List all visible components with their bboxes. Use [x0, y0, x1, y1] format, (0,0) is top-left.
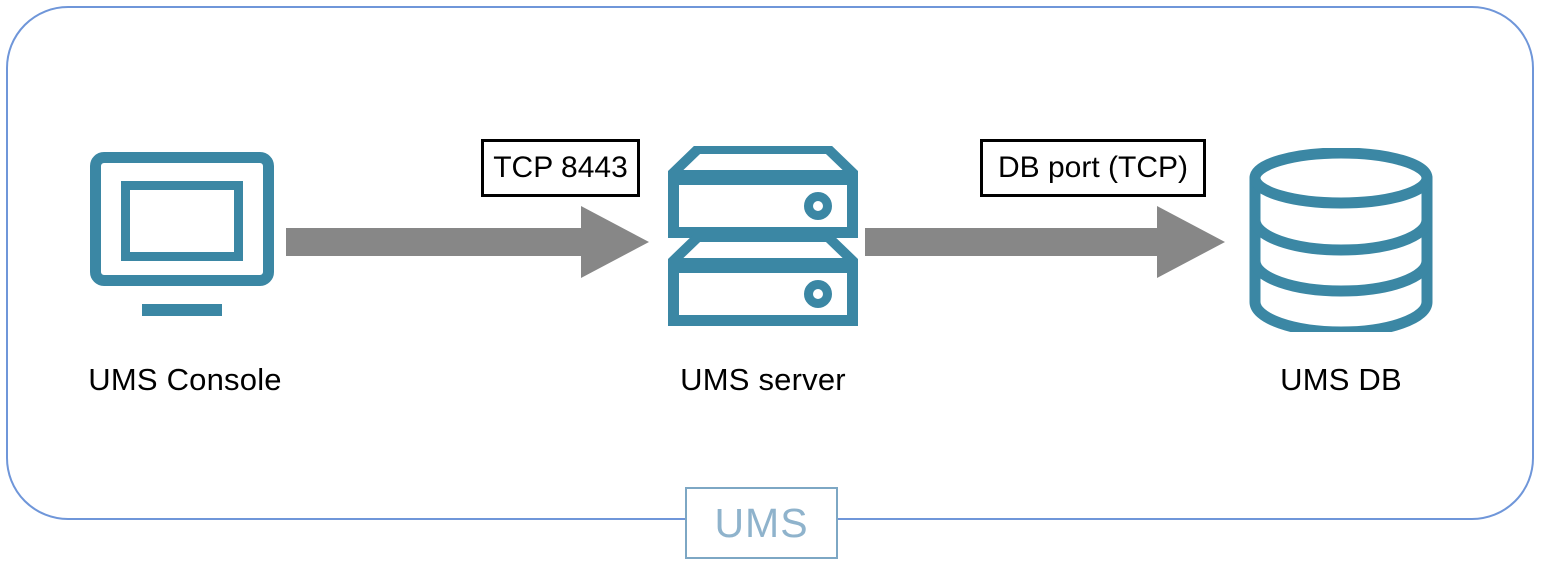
- monitor-screen: [121, 181, 243, 261]
- server-unit-bottom: [668, 234, 858, 326]
- arrow-console-to-server: [286, 206, 649, 278]
- node-label-ums-console: UMS Console: [88, 362, 282, 397]
- database-cylinder-shape: [1249, 148, 1433, 332]
- arrow-console-to-server-shape: [286, 206, 649, 278]
- arrow-server-to-db-shape: [865, 206, 1225, 278]
- node-ums-console[interactable]: UMS Console: [40, 140, 330, 398]
- monitor-icon: [40, 140, 330, 340]
- server-led-upper: [804, 192, 832, 220]
- node-ums-db[interactable]: UMS DB: [1196, 140, 1486, 398]
- server-body-lower: [668, 262, 858, 326]
- port-label-tcp-8443: TCP 8443: [481, 139, 640, 197]
- arrow-server-to-db: [865, 206, 1225, 278]
- server-led-lower: [804, 280, 832, 308]
- monitor-stand: [142, 304, 222, 316]
- node-label-ums-db: UMS DB: [1280, 362, 1402, 397]
- port-label-tcp-8443-text: TCP 8443: [493, 151, 628, 184]
- node-ums-server[interactable]: UMS server: [618, 140, 908, 398]
- server-unit-top: [668, 146, 858, 238]
- node-label-ums-server: UMS server: [680, 362, 846, 397]
- monitor-frame: [90, 152, 274, 286]
- server-rack-icon: [618, 140, 908, 340]
- port-label-db-port-text: DB port (TCP): [997, 151, 1189, 184]
- ums-badge: UMS: [685, 487, 838, 559]
- database-cylinder-icon: [1196, 140, 1486, 340]
- port-label-db-port: DB port (TCP): [980, 139, 1206, 197]
- ums-badge-label: UMS: [714, 499, 809, 546]
